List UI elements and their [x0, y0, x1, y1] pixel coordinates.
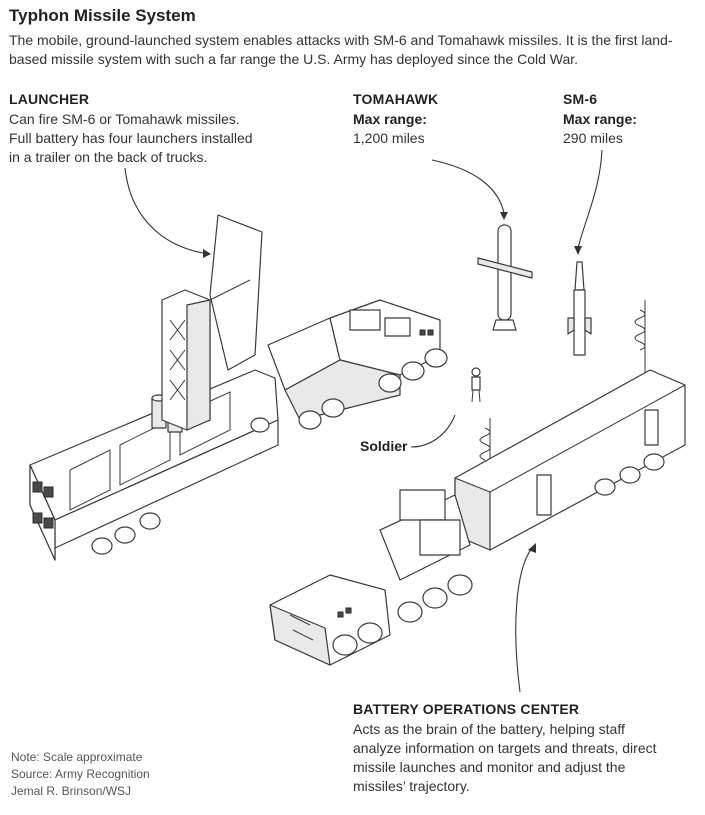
tomahawk-missile-drawing	[477, 224, 533, 331]
page-title: Typhon Missile System	[9, 6, 196, 25]
boc-line-4: missiles’ trajectory.	[353, 778, 470, 794]
boc-callout: BATTERY OPERATIONS CENTER Acts as the br…	[353, 701, 657, 796]
sm6-range-label: Max range:	[563, 111, 637, 127]
boc-vehicle	[269, 300, 686, 666]
leader-lines	[124, 149, 603, 693]
sm6-missile-drawing	[567, 261, 592, 356]
tomahawk-callout: TOMAHAWK Max range: 1,200 miles	[353, 91, 438, 148]
boc-line-1: Acts as the brain of the battery, helpin…	[353, 721, 625, 737]
boc-title: BATTERY OPERATIONS CENTER	[353, 701, 580, 717]
sm6-callout: SM-6 Max range: 290 miles	[563, 91, 637, 148]
sm6-title: SM-6	[563, 91, 598, 107]
soldier-figure	[471, 367, 481, 403]
soldier-label: Soldier	[360, 438, 408, 454]
tomahawk-range-label: Max range:	[353, 111, 427, 127]
source-note: Source: Army Recognition	[11, 767, 150, 781]
credit-note: Jemal R. Brinson/WSJ	[11, 784, 132, 798]
launcher-line-3: in a trailer on the back of trucks.	[9, 149, 208, 165]
launcher-title: LAUNCHER	[9, 91, 90, 107]
launcher-line-1: Can fire SM-6 or Tomahawk missiles.	[9, 111, 240, 127]
boc-line-3: missile launches and monitor and adjust …	[353, 759, 626, 775]
scale-note: Note: Scale approximate	[11, 750, 143, 764]
page-subtitle: The mobile, ground-launched system enabl…	[9, 32, 673, 67]
tomahawk-range-value: 1,200 miles	[353, 130, 425, 146]
tomahawk-title: TOMAHAWK	[353, 91, 439, 107]
launcher-callout: LAUNCHER Can fire SM-6 or Tomahawk missi…	[9, 91, 253, 167]
launcher-line-2: Full battery has four launchers installe…	[9, 130, 253, 146]
sm6-range-value: 290 miles	[563, 130, 623, 146]
boc-line-2: analyze information on targets and threa…	[353, 740, 657, 756]
footer-notes: Note: Scale approximate Source: Army Rec…	[11, 749, 150, 800]
launcher-trailer	[29, 214, 448, 561]
